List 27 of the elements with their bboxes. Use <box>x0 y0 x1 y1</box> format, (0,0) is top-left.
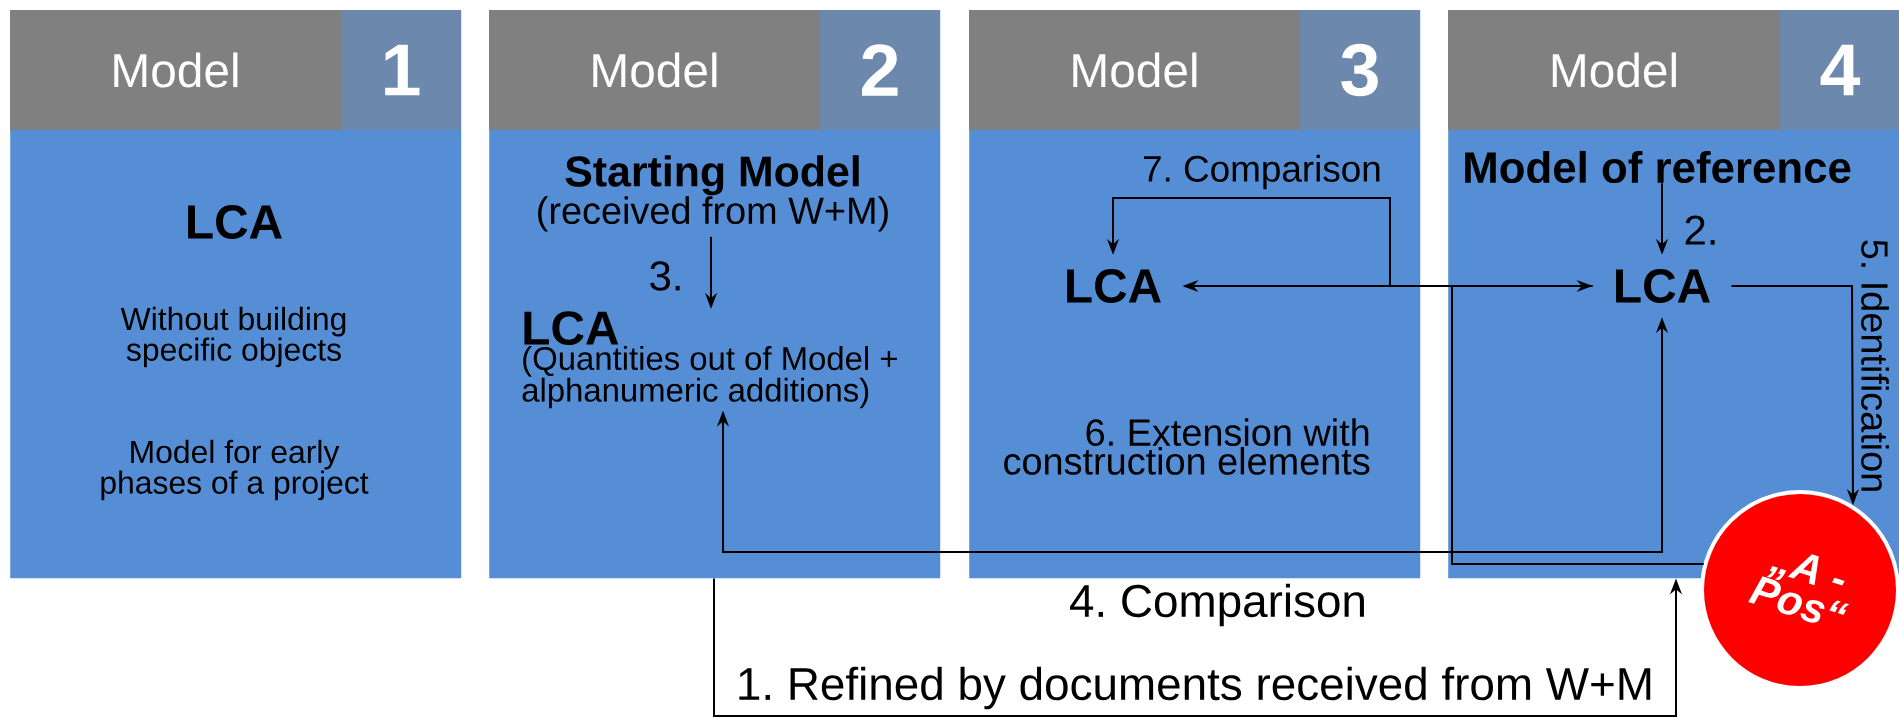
edge-label: 4. Comparison <box>1070 583 1364 627</box>
panel <box>10 10 462 579</box>
header-bar: Model <box>1448 10 1780 130</box>
description-text: Model for early phases of a project <box>101 439 369 501</box>
panel <box>489 10 941 579</box>
lca-label: LCA (Quantities out of Model + alphanumeric additions) <box>522 311 897 409</box>
lca-label: LCA <box>1067 269 1161 303</box>
panel <box>969 10 1421 579</box>
heading-text: Model of reference <box>1465 150 1851 184</box>
number-badge: 1 <box>341 10 461 130</box>
title-text: Starting Model (received from W+M) <box>538 155 888 232</box>
lca-label: LCA <box>1616 269 1710 303</box>
header-bar: Model <box>969 10 1300 130</box>
note-text: 6. Extension with construction elements <box>1004 418 1370 475</box>
description-text: Without building specific objects <box>120 306 346 368</box>
header-bar: Model <box>10 10 341 130</box>
edge-label: 3. <box>650 261 680 291</box>
number-badge: 2 <box>820 10 940 130</box>
arrow <box>1451 279 1705 566</box>
edge-label: 2. <box>1685 215 1715 245</box>
lca-label: LCA <box>188 205 282 239</box>
edge-label: 1. Refined by documents received from W+M <box>739 666 1651 710</box>
number-badge: 3 <box>1300 10 1420 130</box>
number-badge: 4 <box>1780 10 1899 130</box>
edge-label: 7. Comparison <box>1144 154 1380 190</box>
header-bar: Model <box>489 10 820 130</box>
edge-label: 5. Identification <box>1861 240 1889 491</box>
